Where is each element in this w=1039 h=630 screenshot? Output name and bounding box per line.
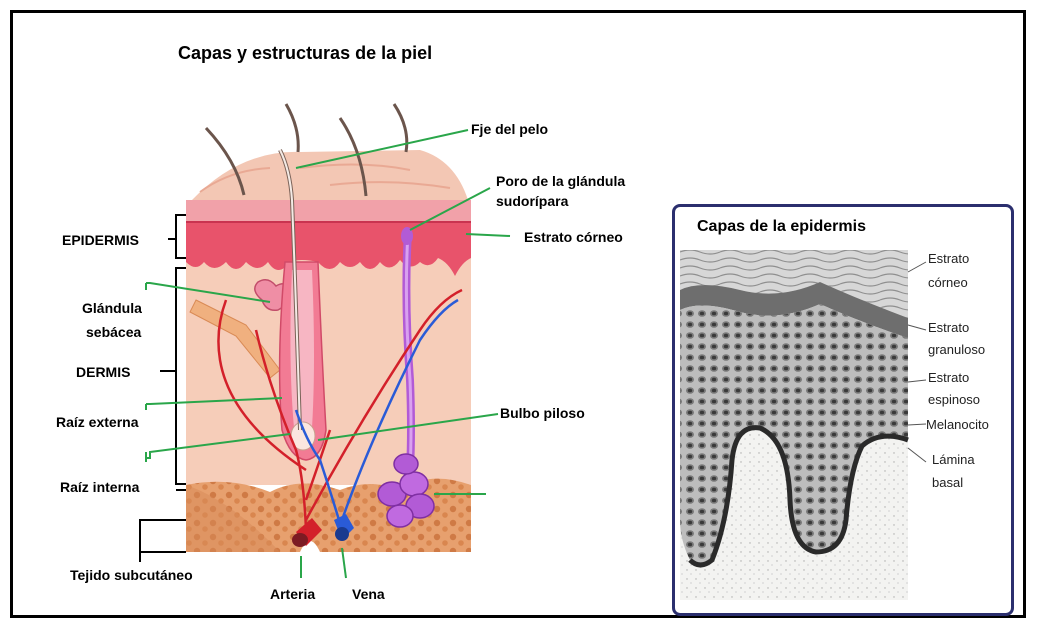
inset-label-corneo-2: córneo	[928, 274, 968, 291]
inset-label-espinoso-2: espinoso	[928, 391, 980, 408]
inset-label-corneo-1: Estrato	[928, 250, 969, 267]
inset-label-granuloso-1: Estrato	[928, 319, 969, 336]
inset-label-melanocito: Melanocito	[926, 416, 989, 433]
inset-title: Capas de la epidermis	[697, 218, 866, 235]
inset-label-lamina-2: basal	[932, 474, 963, 491]
inset-label-granuloso-2: granuloso	[928, 341, 985, 358]
inset-label-espinoso-1: Estrato	[928, 369, 969, 386]
inset-label-lamina-1: Lámina	[932, 451, 975, 468]
